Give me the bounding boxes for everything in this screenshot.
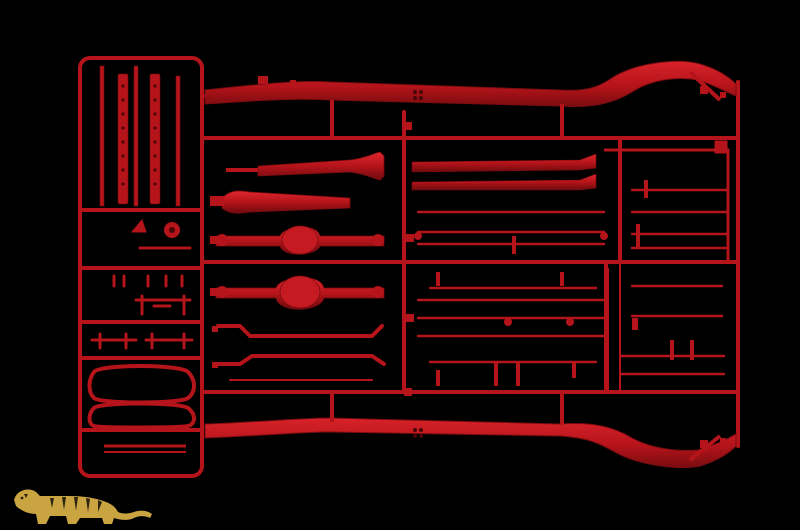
axle-tubes <box>210 151 385 214</box>
stamped-brackets <box>90 332 194 350</box>
tiger-logo <box>14 489 152 524</box>
tiger-stripes <box>20 494 102 512</box>
leaf-spring-parts <box>411 153 597 191</box>
rear-axle-housing <box>215 225 385 255</box>
gate-nubs <box>210 86 726 448</box>
ladder-parts <box>99 65 181 207</box>
front-axle-housing <box>215 275 385 310</box>
rod-knobs <box>414 180 694 386</box>
crossmember-parts <box>87 364 196 453</box>
top-chassis-rail <box>204 60 737 138</box>
ladder-holes <box>121 84 157 186</box>
bottom-chassis-rail <box>204 392 737 468</box>
bracket-frame-right <box>604 140 730 392</box>
small-left-parts <box>112 218 192 316</box>
outer-runner-frame <box>78 56 740 478</box>
tiger-body <box>14 489 152 524</box>
tie-rods <box>216 324 386 381</box>
long-rods <box>416 188 730 376</box>
